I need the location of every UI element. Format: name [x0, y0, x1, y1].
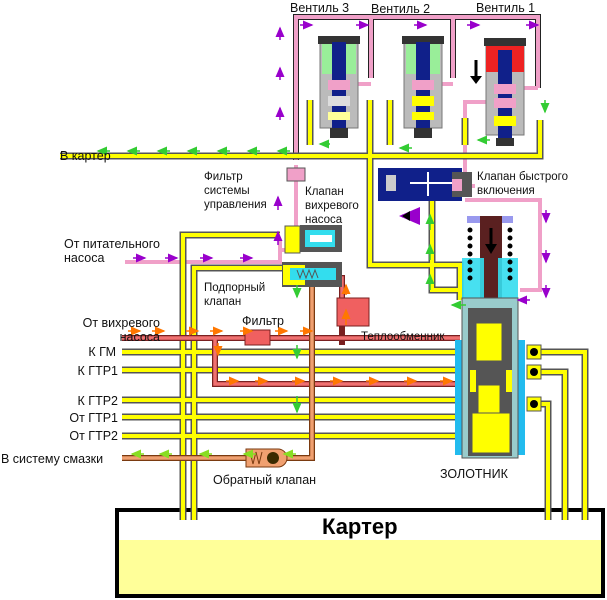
vortex-valve-label: Клапан вихревого насоса	[305, 186, 359, 226]
valve-2	[402, 36, 444, 138]
from-gtr1-label: От ГТР1	[69, 411, 118, 425]
sump-tank	[115, 508, 605, 598]
to-sump-label: В картер	[60, 149, 111, 163]
valve-3-label: Вентиль 3	[290, 1, 350, 15]
vortex-pump-valve	[284, 225, 342, 254]
valve-1-label: Вентиль 1	[476, 1, 536, 15]
spool-label: ЗОЛОТНИК	[440, 467, 508, 481]
to-lube-label: В систему смазки	[1, 452, 104, 466]
backpressure-valve-label: Подпорный клапан	[204, 282, 266, 308]
valve-3	[318, 36, 360, 138]
filter	[244, 329, 271, 346]
backpressure-valve	[282, 262, 342, 287]
to-gtr1-label: К ГТР1	[77, 364, 118, 378]
to-gtr2-label: К ГТР2	[77, 394, 118, 408]
check-valve	[245, 448, 288, 468]
flow-arrows-purple	[133, 20, 551, 305]
filter-label: Фильтр	[242, 314, 284, 328]
heat-exchanger-label: Теплообменник	[361, 331, 445, 343]
control-filter-label: Фильтр системы управления	[204, 171, 267, 211]
sump-label: Картер	[322, 514, 398, 539]
from-feed-pump-label: От питательного насоса	[64, 237, 160, 265]
valve-1	[470, 38, 526, 146]
from-gtr2-label: От ГТР2	[69, 429, 118, 443]
heat-exchanger	[336, 297, 370, 327]
quick-engage-valve	[378, 168, 472, 225]
flow-arrows-orange	[128, 283, 454, 386]
actuator-piston	[462, 216, 518, 311]
to-gm-label: К ГМ	[88, 345, 116, 359]
flow-arrows-green	[96, 100, 550, 414]
valve-2-label: Вентиль 2	[371, 2, 431, 16]
spool-valve	[455, 297, 542, 459]
check-valve-label: Обратный клапан	[213, 473, 317, 487]
from-vortex-pump-label: От вихревого насоса	[82, 316, 160, 344]
control-filter	[286, 167, 306, 182]
quick-valve-label: Клапан быстрого включения	[477, 171, 568, 197]
